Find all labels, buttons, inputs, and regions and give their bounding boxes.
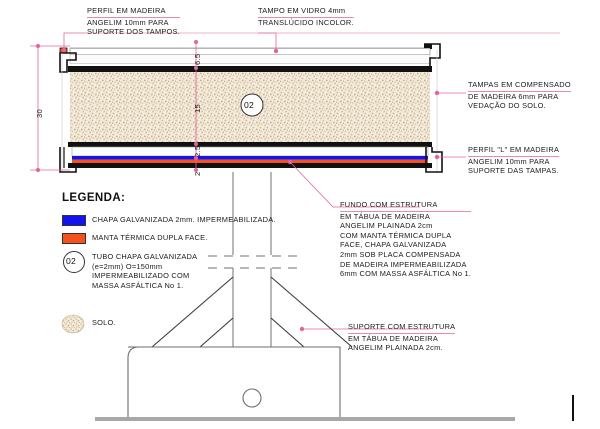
annotation-line: TAMPO EM VIDRO 4mm [258,6,354,18]
leader-dot-tampas [434,90,440,96]
annotation-line: COM MANTA TÉRMICA DUPLA [340,230,452,240]
leader-dot-perfil-l [434,154,440,160]
annotation-line: 6mm COM MASSA ASFÁLTICA No 1. [340,269,472,279]
dim-tick-3 [194,156,198,160]
thermal-blanket-layer [72,159,428,163]
sheet-corner-tick [572,395,574,421]
legend-label-manta-termica: MANTA TÉRMICA DUPLA FACE. [92,233,208,242]
annotation-line: ANGELIM 10mm PARA [468,156,550,166]
legend-swatch-chapa-galvanizada [62,215,86,226]
legend-balloon-icon [63,251,85,273]
leader-perfil-madeira [63,32,86,50]
annotation-fundo-com-estrutura: FUNDO COM ESTRUTURA EM TÁBUA DE MADEIRA … [340,200,472,279]
legend-line: MASSA ASFÁLTICA No 1. [92,280,184,290]
annotation-line: SUPORTE DAS TAMPAS. [468,166,559,176]
leader-fundo-estrutura [289,161,420,208]
legend-label-chapa-galvanizada: CHAPA GALVANIZADA 2mm. IMPERMEABILIZADA. [92,215,276,224]
dim-tick-0 [194,40,198,44]
dim-tick-4 [194,168,198,172]
annotation-line: EM TÁBUA DE MADEIRA [340,211,431,221]
right-top-profile [424,43,441,72]
annotation-line: SUPORTE DOS TAMPOS. [87,27,181,37]
leader-dot-tampo-vidro [273,48,279,54]
brace-left-inner [199,317,234,348]
support-braces [151,276,353,348]
right-bottom-l-profile [425,147,443,173]
annotation-line: ANGELIM PLAINADA 2cm. [348,343,443,353]
balloon-02 [240,93,264,117]
annotation-line: TRANSLÚCIDO INCOLOR. [258,17,354,27]
dim-tick-1 [194,66,198,70]
right-end-detail [424,43,443,173]
annotation-line: FUNDO COM ESTRUTURA [340,200,472,212]
annotation-line: ANGELIM 10mm PARA [87,17,169,27]
legend-line: IMPERMEABILIZADO COM [92,271,190,281]
annotation-line: PERFIL EM MADEIRA [87,6,181,18]
dimension-stack-2-5: 2.5 [193,145,202,157]
legend-title: LEGENDA: [62,192,126,204]
legend-label-solo: SOLO. [92,318,116,327]
annotation-line: ANGELIM PLAINADA 2cm [340,221,433,231]
lower-wood-profile [68,142,432,147]
legend-soil-ellipse [61,314,85,334]
annotation-line: PERFIL "L" EM MADEIRA [468,145,560,157]
annotation-line: DE MADEIRA IMPERMEABILIZADA [340,259,467,269]
bottom-board-layer [68,163,432,168]
annotation-line: SUPORTE COM ESTRUTURA [348,322,456,334]
annotation-perfil-l-em-madeira: PERFIL "L" EM MADEIRA ANGELIM 10mm PARA … [468,145,560,176]
legend-swatch-manta-termica [62,233,86,244]
dim-overall-dot-top [36,44,40,48]
planter-section [59,43,443,173]
legend-soil-icon [61,314,85,334]
plywood-layer [71,146,429,157]
dimension-stack-6-5: 6.5 [193,53,202,65]
base-plinth [127,346,341,419]
annotation-tampo-em-vidro: TAMPO EM VIDRO 4mm TRANSLÚCIDO INCOLOR. [258,6,354,27]
annotation-line: DE MADEIRA 6mm PARA [468,91,559,101]
balloon-circle [240,93,264,117]
left-bottom-l-profile [59,147,77,173]
leader-lines [61,32,560,332]
legend-balloon-tag: 02 [66,256,76,266]
base-outline [127,346,341,419]
annotation-tampas-em-compensado: TAMPAS EM COMPENSADO DE MADEIRA 6mm PARA… [468,80,571,111]
dimension-overall-height: 30 [35,108,44,118]
legend-line: (e=2mm) O=150mm [92,261,163,271]
dimension-lines [30,40,198,172]
balloon-tag-label: 02 [244,100,254,110]
base-anchor-circle [242,388,262,408]
annotation-perfil-em-madeira-top: PERFIL EM MADEIRA ANGELIM 10mm PARA SUPO… [87,6,181,37]
galvanized-sheet-layer [72,156,428,160]
dim-overall-dot-bottom [36,168,40,172]
right-top-cap [424,44,432,49]
annotation-suporte-com-estrutura: SUPORTE COM ESTRUTURA EM TÁBUA DE MADEIR… [348,322,456,353]
annotation-line: 2mm SOB PLACA COMPENSADA [340,249,461,259]
leader-dot-fundo [287,159,293,165]
left-l-profile [59,52,77,73]
brace-right-outer [270,276,353,348]
legend-label-tubo-chapa: TUBO CHAPA GALVANIZADA (e=2mm) O=150mm I… [92,252,197,290]
dimension-stack-2: 2 [193,171,202,176]
ground-line [95,417,515,421]
brace-left-outer [151,276,234,348]
leader-dot-perfil-madeira [61,47,67,53]
annotation-line: EM TÁBUA DE MADEIRA [348,333,439,343]
annotation-line: VEDAÇÃO DO SOLO. [468,101,546,111]
glass-top-edge [70,48,430,49]
dim-tick-2 [194,142,198,146]
upper-wood-profile [68,66,432,72]
glass-air-gap [69,54,431,64]
dimension-stack-15: 15 [193,103,202,113]
legend-line: TUBO CHAPA GALVANIZADA [92,252,198,261]
brace-right-inner [270,317,305,348]
leader-dot-suporte [299,326,305,332]
annotation-line: TAMPAS EM COMPENSADO [468,80,571,92]
legend-balloon-circle [63,251,85,273]
annotation-line: FACE, CHAPA GALVANIZADA [340,240,447,250]
